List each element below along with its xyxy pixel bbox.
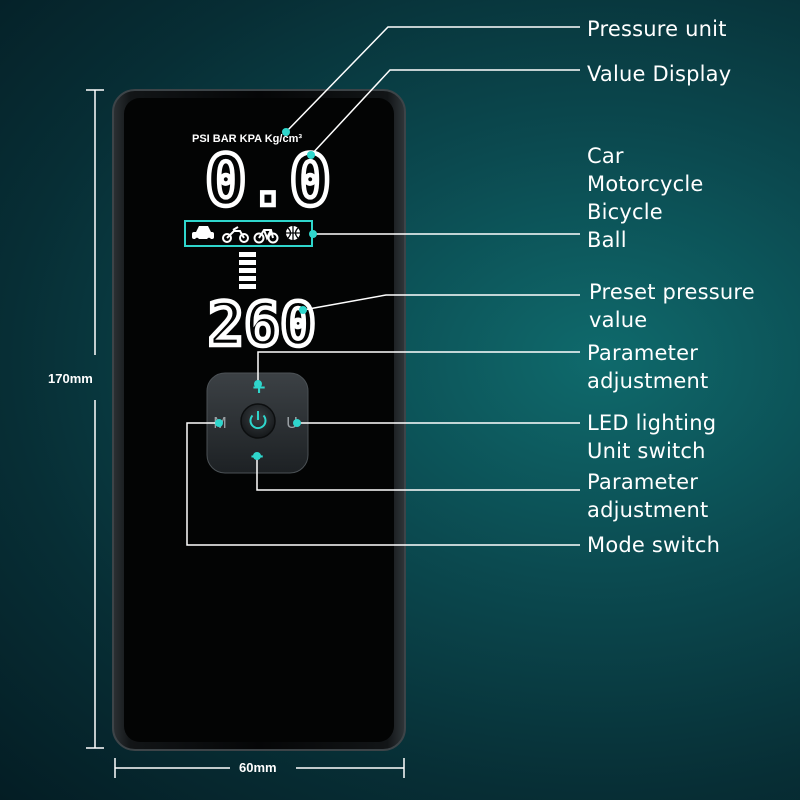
height-dimension-label: 170mm — [48, 371, 93, 386]
preset-pressure-readout: 260 — [208, 290, 316, 360]
unit-button-label: U — [286, 415, 298, 432]
callout-modes: Car Motorcycle Bicycle Ball — [587, 144, 704, 252]
unit-options-label: PSI BAR KPA Kg/cm³ — [192, 133, 302, 145]
callout-mode-switch: Mode switch — [587, 533, 721, 557]
width-dimension-label: 60mm — [239, 760, 277, 775]
unit-button[interactable]: U — [278, 408, 308, 436]
callout-parameter-up: Parameter adjustment — [587, 341, 709, 393]
callout-parameter-down: Parameter adjustment — [587, 470, 709, 522]
callout-pressure-unit: Pressure unit — [587, 17, 727, 41]
height-dimension-line — [86, 89, 104, 749]
ball-icon — [286, 226, 300, 240]
power-icon — [249, 411, 267, 430]
motorcycle-icon — [222, 226, 249, 243]
leader-lines — [186, 26, 580, 546]
callout-value-display: Value Display — [587, 62, 732, 86]
callout-preset-pressure: Preset pressure value — [589, 280, 755, 332]
car-icon — [192, 226, 214, 243]
callout-led-unit: LED lighting Unit switch — [587, 411, 717, 463]
plus-button[interactable]: + — [235, 376, 279, 400]
bicycle-icon — [253, 229, 279, 244]
width-dimension-line — [114, 758, 405, 778]
leader-dots — [215, 128, 317, 460]
pressure-bar-indicator — [239, 252, 256, 289]
power-button[interactable] — [240, 403, 276, 439]
